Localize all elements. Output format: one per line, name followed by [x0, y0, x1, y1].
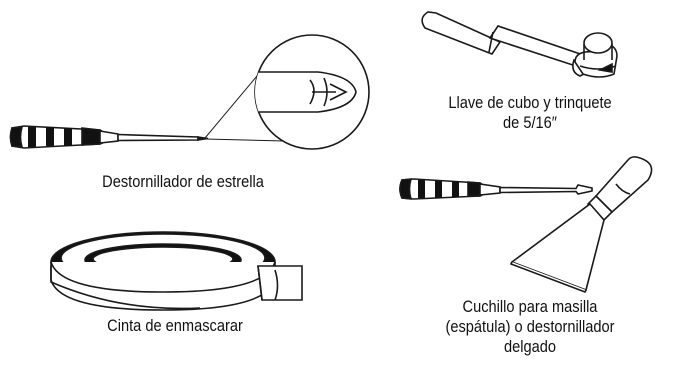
phillips-screwdriver-caption: Destornillador de estrella	[67, 172, 299, 192]
caption-line: Destornillador de estrella	[102, 172, 264, 191]
caption-line: delgado	[503, 337, 557, 356]
socket-ratchet-wrench-caption: Llave de cubo y trinquete de 5/16″	[414, 93, 646, 133]
masking-tape-caption: Cinta de enmascarar	[59, 316, 291, 336]
putty-knife-caption: Cuchillo para masilla (espátula) o desto…	[401, 297, 659, 357]
phillips-screwdriver-icon	[9, 34, 370, 150]
caption-line: (espátula) o destornillador	[445, 317, 615, 336]
socket-ratchet-wrench-icon	[421, 11, 618, 78]
masking-tape-roll-icon	[50, 231, 303, 311]
caption-line: Cinta de enmascarar	[107, 316, 243, 335]
caption-line: Cuchillo para masilla	[462, 297, 598, 316]
caption-line: de 5/16″	[503, 113, 557, 132]
caption-line: Llave de cubo y trinquete	[448, 93, 612, 112]
putty-knife-icon	[399, 156, 653, 294]
